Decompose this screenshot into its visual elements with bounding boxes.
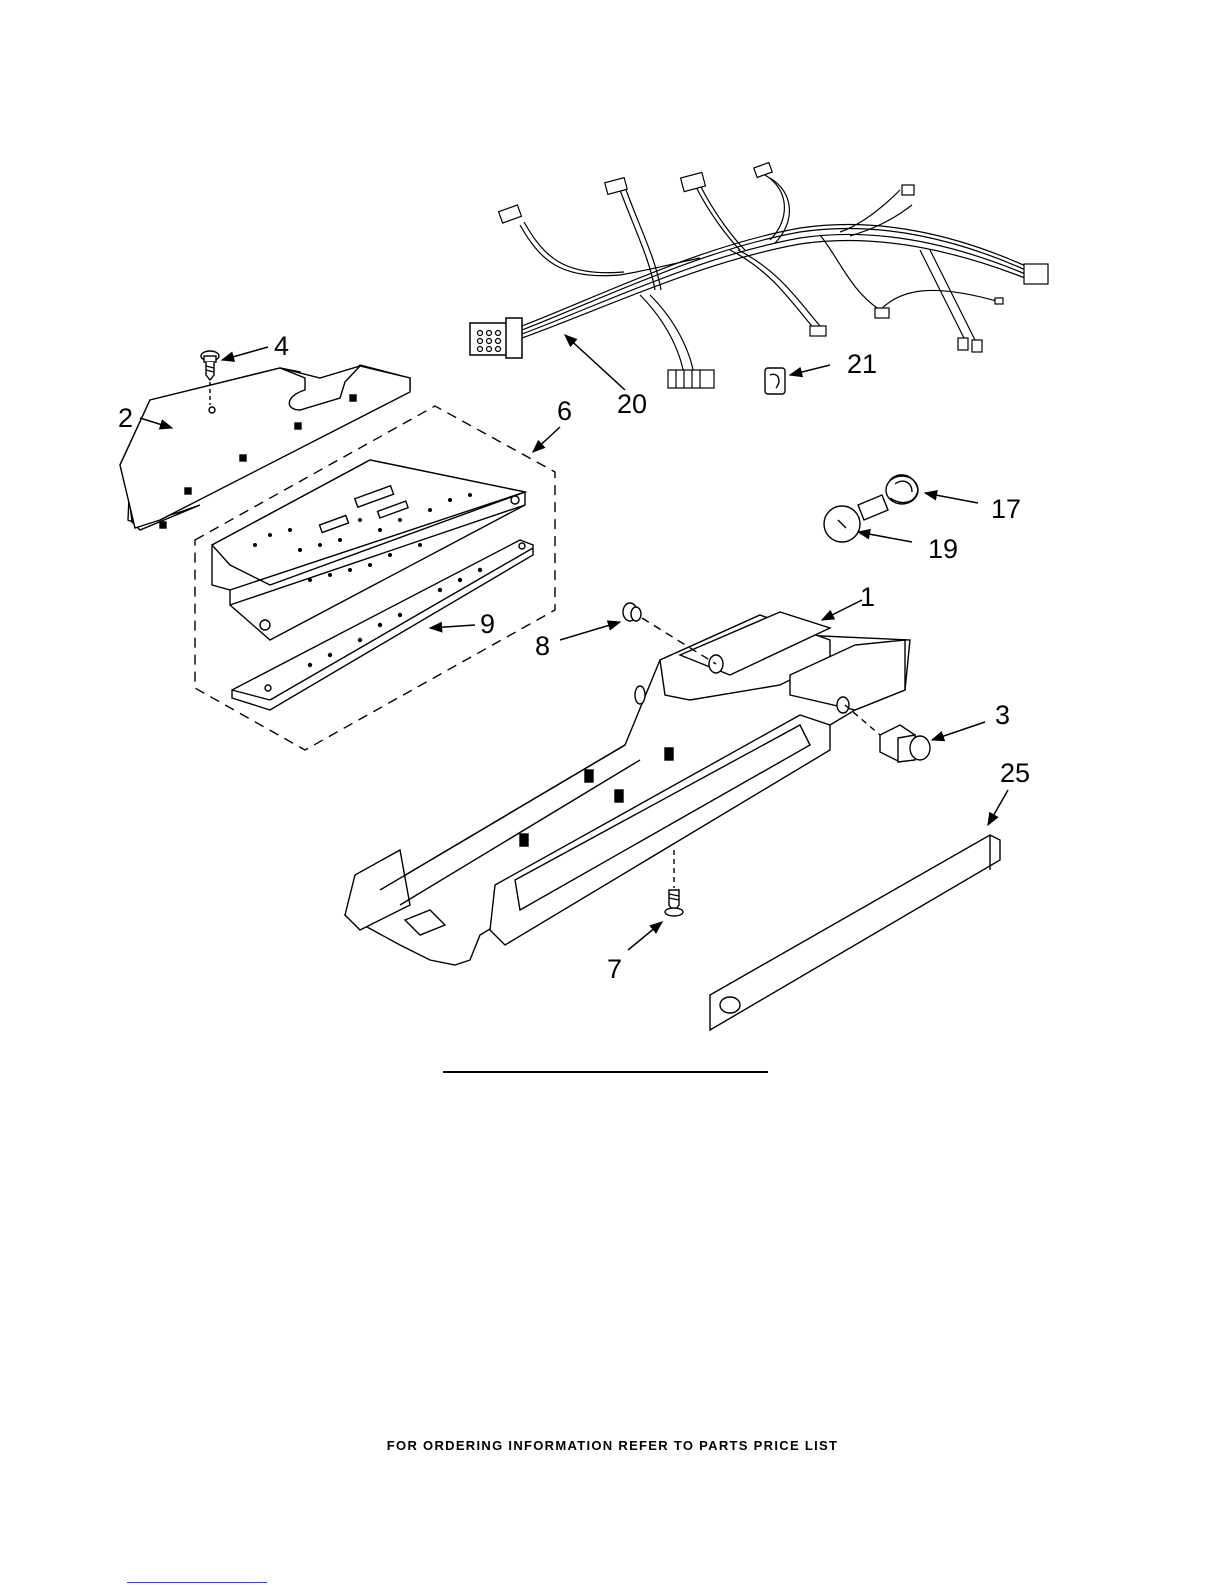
callout-19: 19 (928, 534, 958, 564)
harness-main-connector (470, 318, 522, 358)
screw-7-part (665, 850, 683, 916)
callout-8: 8 (535, 631, 550, 661)
clip-part (765, 368, 785, 394)
callout-9: 9 (480, 609, 495, 639)
arrow-19 (858, 532, 912, 542)
arrow-3 (222, 347, 268, 360)
arrow-17 (925, 493, 978, 503)
callout-20: 20 (617, 389, 647, 419)
arrow-8 (560, 622, 620, 640)
arrow-21 (790, 365, 830, 375)
wire-harness-part (470, 163, 1048, 388)
control-board-6-part (212, 460, 525, 640)
callout-25: 25 (1000, 758, 1030, 788)
lamp-bulb-part (824, 495, 888, 542)
bottom-link-underline (127, 1582, 267, 1583)
callout-2: 2 (118, 403, 133, 433)
callout-4: 3 (995, 700, 1010, 730)
callout-6: 6 (557, 396, 572, 426)
ordering-info-footer: FOR ORDERING INFORMATION REFER TO PARTS … (0, 1438, 1225, 1453)
callout-21: 21 (847, 349, 877, 379)
arrow-6 (533, 427, 560, 452)
arrow-25 (988, 790, 1008, 825)
arrow-4 (932, 722, 985, 740)
arrow-20 (565, 335, 625, 390)
grommet-part (623, 603, 716, 664)
callout-3: 4 (274, 331, 289, 361)
lamp-socket-part (886, 475, 918, 504)
control-housing-part (345, 612, 910, 965)
callout-17: 17 (991, 494, 1021, 524)
callout-1: 1 (860, 582, 875, 612)
arrow-9 (430, 625, 475, 628)
arrow-7 (628, 922, 662, 950)
switch-part (845, 705, 930, 762)
callout-7: 7 (607, 954, 622, 984)
overlay-label-part (710, 835, 1000, 1030)
arrow-1 (822, 600, 862, 620)
